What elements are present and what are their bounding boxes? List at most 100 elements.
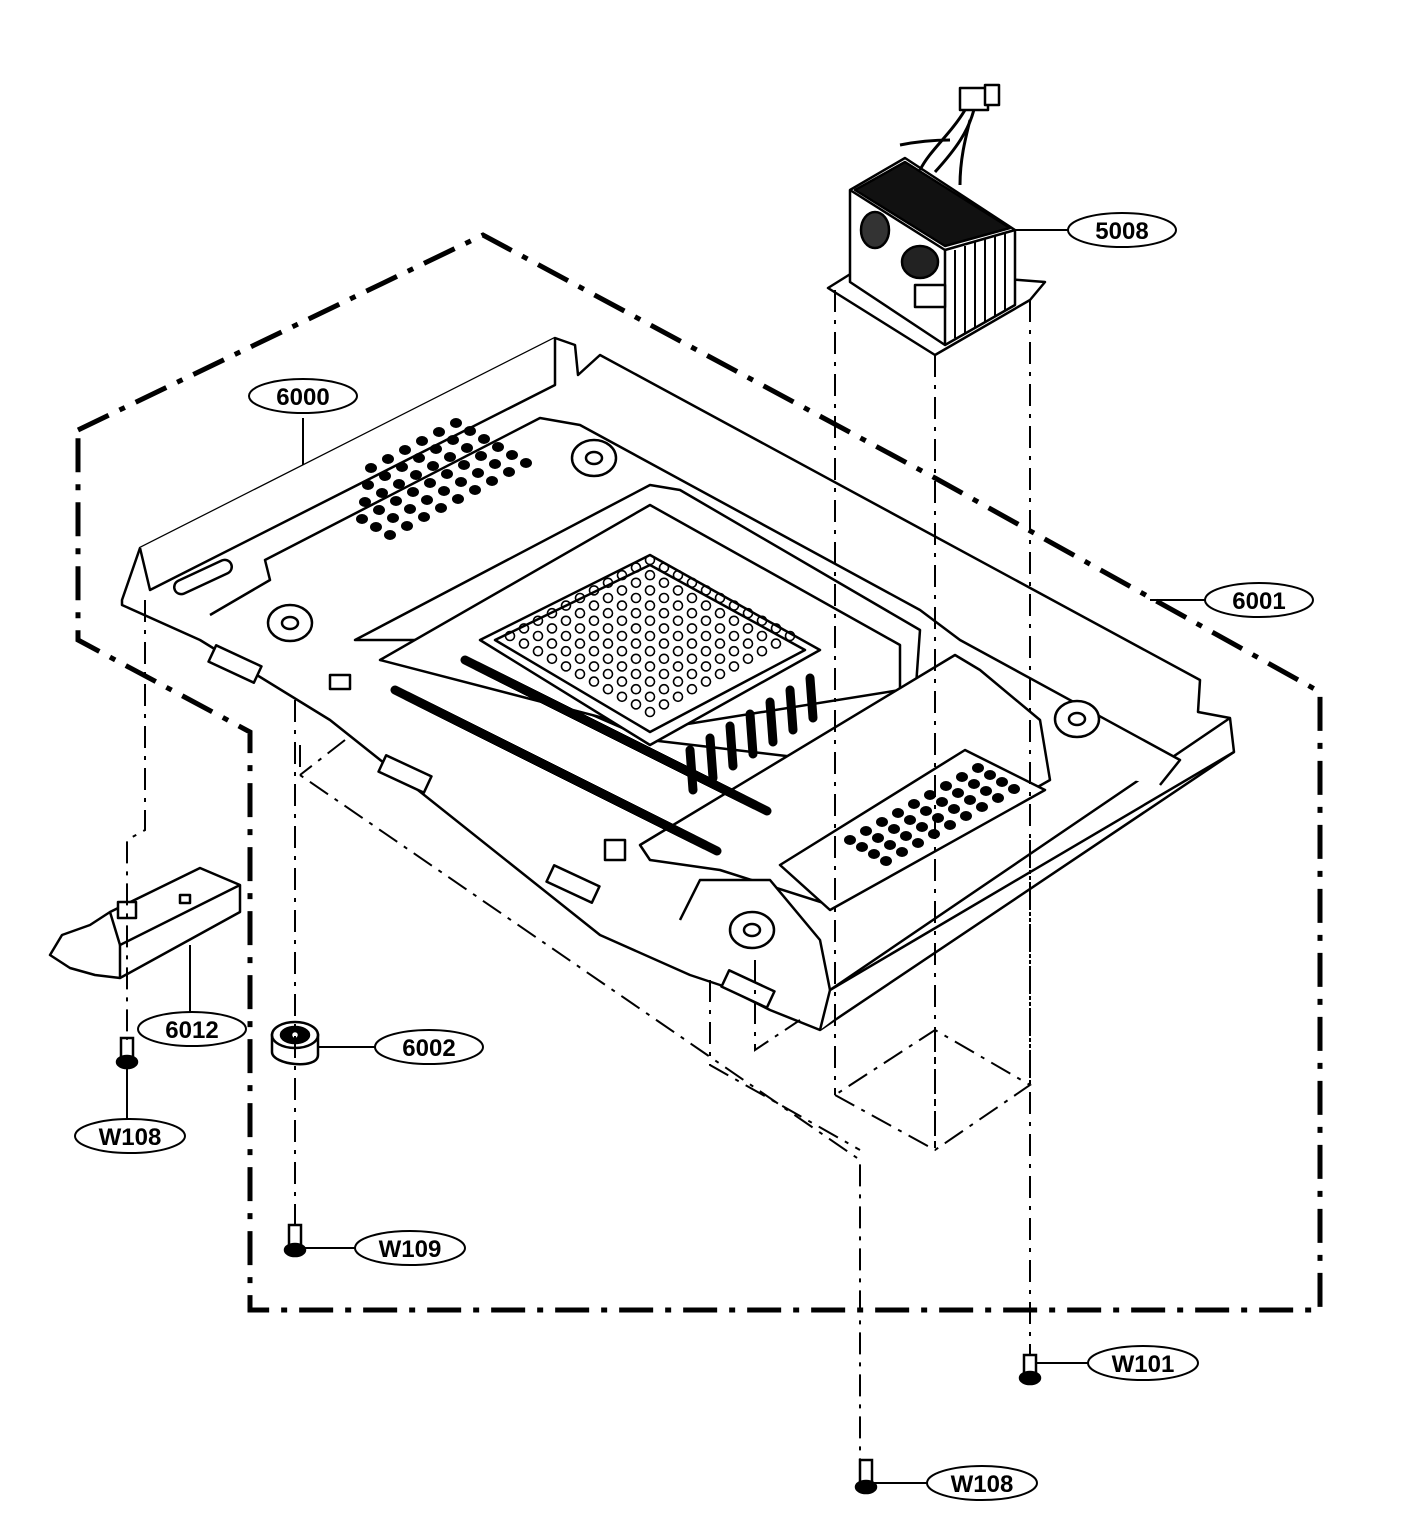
vent-hole (672, 676, 684, 687)
vent-hole (728, 630, 740, 642)
vent-hole (672, 615, 684, 627)
screw-W101 (1018, 1353, 1042, 1386)
vent-hole (672, 630, 684, 642)
vent-hole (560, 600, 572, 611)
vent-hole (686, 653, 698, 665)
vent-hole (407, 487, 419, 497)
vent-hole (475, 451, 487, 461)
vent-hole (546, 623, 558, 634)
vent-hole (602, 653, 614, 665)
vent-hole (588, 600, 600, 611)
vent-hole (714, 592, 726, 604)
vent-hole (686, 577, 698, 589)
louver-slot (805, 673, 818, 723)
vent-hole (427, 461, 439, 471)
vent-hole (413, 453, 425, 463)
vent-hole (602, 577, 614, 589)
vent-hole (396, 462, 408, 472)
vent-hole (492, 442, 504, 452)
vent-hole (770, 623, 782, 634)
vent-hole (588, 630, 600, 642)
vent-hole (876, 817, 888, 827)
vent-hole (940, 781, 952, 791)
vent-hole (996, 777, 1008, 787)
vent-hole (956, 772, 968, 782)
vent-hole (868, 849, 880, 859)
vent-hole (616, 676, 628, 687)
vent-hole (560, 661, 572, 672)
vent-hole (742, 607, 754, 619)
vent-hole (924, 790, 936, 800)
vent-hole (602, 623, 614, 634)
callout-label-6002: 6002 (402, 1035, 455, 1062)
vent-hole (658, 577, 670, 589)
vent-hole (644, 630, 656, 642)
vent-hole (365, 463, 377, 473)
vent-hole (404, 504, 416, 514)
vent-hole (630, 562, 642, 573)
vent-hole (728, 661, 740, 672)
base-plate-6000 (120, 336, 1236, 1032)
vent-hole (888, 824, 900, 834)
assembly-boundary-6001 (75, 232, 1323, 1313)
callout-W108-left: W108 (74, 1118, 186, 1154)
vent-hole (518, 638, 530, 649)
vent-hole (373, 505, 385, 515)
callout-label-6000: 6000 (276, 384, 329, 411)
vent-hole (532, 615, 544, 627)
vent-hole (616, 691, 628, 703)
vent-hole (574, 607, 586, 619)
vent-hole (714, 668, 726, 680)
transformer-5008 (826, 83, 1047, 357)
vent-hole (630, 668, 642, 680)
vent-hole (686, 668, 698, 680)
vent-hole (672, 691, 684, 703)
vent-hole (992, 793, 1004, 803)
vent-hole (948, 804, 960, 814)
vent-hole (546, 607, 558, 619)
vent-hole (376, 488, 388, 498)
vent-hole (976, 802, 988, 812)
vent-hole (936, 797, 948, 807)
projection-lines-5008 (833, 290, 1032, 1152)
vent-hole (980, 786, 992, 796)
vent-hole (658, 562, 670, 573)
vent-hole (714, 653, 726, 665)
vent-hole (574, 623, 586, 634)
vent-hole (756, 645, 768, 657)
vent-holes-center (504, 554, 796, 718)
vent-hole (658, 699, 670, 710)
louver-slot (592, 721, 772, 816)
vent-hole (506, 450, 518, 460)
callout-6000: 6000 (248, 378, 358, 414)
vent-hole (658, 623, 670, 634)
vent-hole (630, 638, 642, 649)
vent-hole (644, 676, 656, 687)
louver-slots (390, 655, 818, 856)
vent-hole (784, 630, 796, 642)
callout-5008: 5008 (1067, 212, 1177, 248)
vent-hole (447, 435, 459, 445)
vent-hole (430, 444, 442, 454)
vent-hole (387, 513, 399, 523)
vent-hole (356, 514, 368, 524)
vent-hole (658, 683, 670, 695)
vent-hole (644, 706, 656, 718)
louver-slot (522, 751, 722, 856)
vent-hole (714, 638, 726, 649)
vent-hole (658, 638, 670, 649)
vent-hole (424, 478, 436, 488)
vent-hole (884, 840, 896, 850)
vent-hole (478, 434, 490, 444)
vent-hole (728, 645, 740, 657)
vent-hole (410, 470, 422, 480)
vent-hole (728, 615, 740, 627)
vent-hole (700, 661, 712, 672)
vent-hole (844, 835, 856, 845)
vent-hole (464, 426, 476, 436)
vent-hole (588, 585, 600, 596)
vent-hole (658, 592, 670, 604)
callout-label-W101: W101 (1112, 1351, 1175, 1378)
vent-hole (450, 418, 462, 428)
vent-hole (630, 653, 642, 665)
